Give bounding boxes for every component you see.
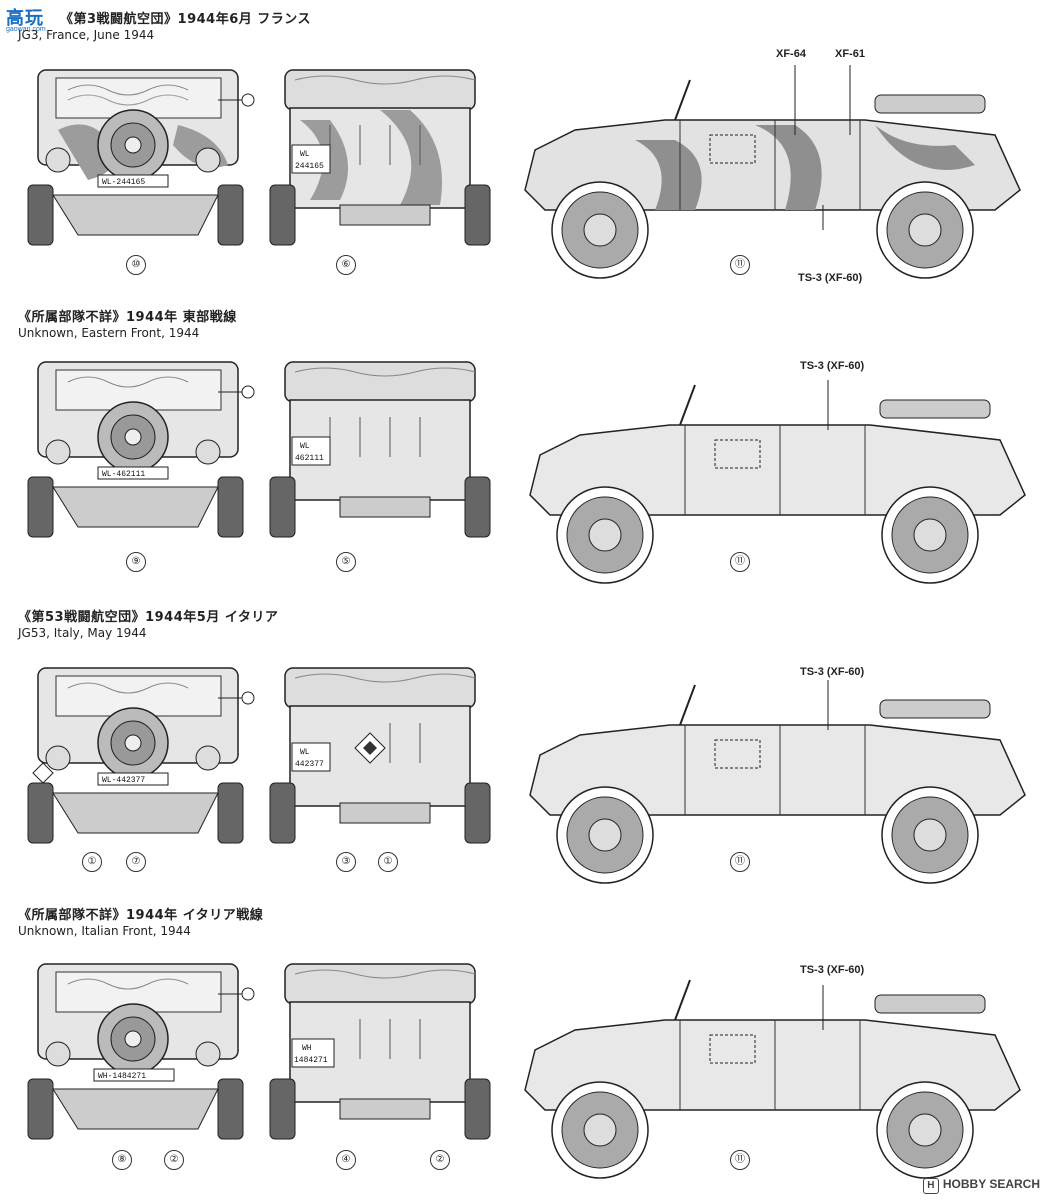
hobby-search-logo-icon: H bbox=[922, 1178, 939, 1194]
section-title-en: JG3, France, June 1944 bbox=[18, 28, 155, 42]
rear-plate-line2: 244165 bbox=[295, 162, 324, 171]
vehicle-drawing: WH-1484271 WH 1484271 bbox=[27, 963, 1021, 1179]
rear-plate-line2: 462111 bbox=[295, 454, 324, 463]
decal-number: ① bbox=[378, 852, 398, 872]
decal-number: ③ bbox=[336, 852, 356, 872]
site-logo-url: gaowan.com bbox=[6, 26, 46, 33]
decal-number: ② bbox=[164, 1150, 184, 1170]
rear-plate-line1: WL bbox=[300, 748, 310, 757]
vehicle-drawing-camouflage: WL-244165 WL 244165 bbox=[27, 65, 1021, 279]
site-logo: 高玩 bbox=[6, 8, 44, 29]
decal-number: ⑩ bbox=[126, 255, 146, 275]
section-title-en: Unknown, Eastern Front, 1944 bbox=[18, 326, 200, 340]
vehicle-drawing: WL-442377 WL 442377 bbox=[27, 667, 1026, 884]
side-view bbox=[529, 680, 1026, 884]
section-title-jp: 《所属部隊不詳》1944年 東部戦線 bbox=[18, 310, 237, 325]
rear-plate-line1: WL bbox=[300, 442, 310, 451]
paint-callout: TS-3 (XF-60) bbox=[800, 360, 865, 372]
decal-number: ⑧ bbox=[112, 1150, 132, 1170]
paint-callout: TS-3 (XF-60) bbox=[800, 964, 865, 976]
decal-number: ② bbox=[430, 1150, 450, 1170]
rear-plate-line2: 1484271 bbox=[294, 1056, 328, 1065]
side-view bbox=[529, 380, 1026, 584]
front-view: WL-244165 bbox=[27, 69, 255, 246]
section-2: 《所属部隊不詳》1944年 東部戦線 Unknown, Eastern Fron… bbox=[0, 300, 1050, 600]
section-title-jp: 《所属部隊不詳》1944年 イタリア戦線 bbox=[18, 908, 264, 923]
paint-callout: XF-61 bbox=[835, 48, 865, 60]
decal-number: ⑪ bbox=[730, 1150, 750, 1170]
side-view bbox=[524, 65, 1021, 279]
decal-number: ⑪ bbox=[730, 552, 750, 572]
decal-number: ④ bbox=[336, 1150, 356, 1170]
decal-number: ⑨ bbox=[126, 552, 146, 572]
decal-number: ① bbox=[82, 852, 102, 872]
unit-emblem-icon bbox=[32, 762, 54, 784]
hobby-search-text: HOBBY SEARCH bbox=[942, 1177, 1040, 1191]
paint-callout: TS-3 (XF-60) bbox=[800, 666, 865, 678]
front-view: WH-1484271 bbox=[27, 963, 255, 1140]
decal-number: ⑥ bbox=[336, 255, 356, 275]
rear-plate-line1: WL bbox=[300, 150, 310, 159]
section-4: 《所属部隊不詳》1944年 イタリア戦線 Unknown, Italian Fr… bbox=[0, 900, 1050, 1200]
rear-view: WL 462111 bbox=[269, 361, 491, 538]
front-view: WL-462111 bbox=[27, 361, 255, 538]
paint-callout: TS-3 (XF-60) bbox=[798, 272, 863, 284]
rear-view: WL 442377 bbox=[269, 667, 491, 844]
decal-number: ⑦ bbox=[126, 852, 146, 872]
paint-callout: XF-64 bbox=[776, 48, 806, 60]
section-title-en: JG53, Italy, May 1944 bbox=[18, 626, 147, 640]
section-title-jp: 《第3戦闘航空団》1944年6月 フランス bbox=[60, 12, 312, 27]
front-view: WL-442377 bbox=[27, 667, 255, 844]
section-title-en: Unknown, Italian Front, 1944 bbox=[18, 924, 191, 938]
section-title-jp: 《第53戦闘航空団》1944年5月 イタリア bbox=[18, 610, 279, 625]
section-1: 《第3戦闘航空団》1944年6月 フランス JG3, France, June … bbox=[0, 0, 1050, 300]
front-plate: WH-1484271 bbox=[98, 1072, 146, 1081]
front-plate: WL-442377 bbox=[102, 776, 145, 785]
decal-number: ⑪ bbox=[730, 852, 750, 872]
front-plate: WL-462111 bbox=[102, 470, 145, 479]
decal-number: ⑪ bbox=[730, 255, 750, 275]
rear-view: WL 244165 bbox=[269, 69, 491, 246]
section-3: 《第53戦闘航空団》1944年5月 イタリア JG53, Italy, May … bbox=[0, 600, 1050, 900]
rear-view: WH 1484271 bbox=[269, 963, 491, 1140]
decal-number: ⑤ bbox=[336, 552, 356, 572]
vehicle-drawing: WL-462111 WL 462111 bbox=[27, 361, 1026, 584]
front-plate: WL-244165 bbox=[102, 178, 145, 187]
rear-plate-line2: 442377 bbox=[295, 760, 324, 769]
rear-plate-line1: WH bbox=[302, 1044, 312, 1053]
side-view bbox=[524, 979, 1021, 1179]
